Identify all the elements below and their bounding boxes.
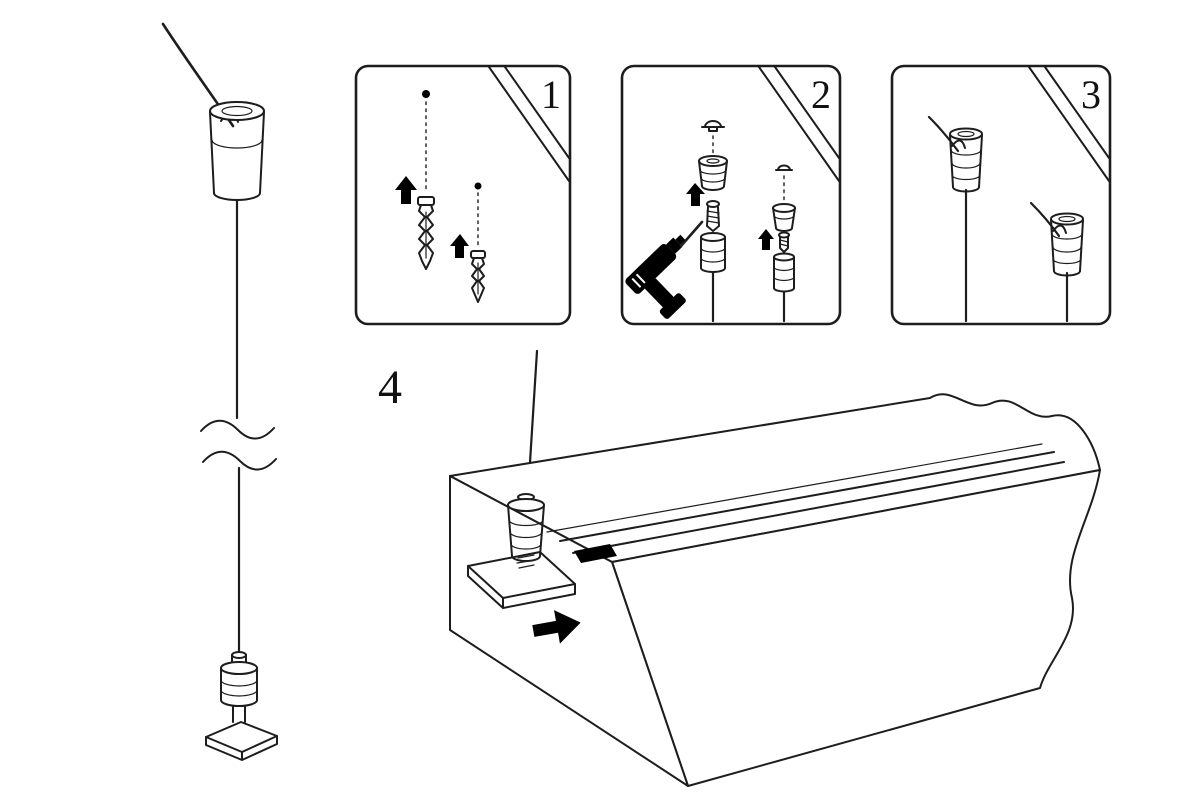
track-slot xyxy=(574,544,617,563)
arrow-up-icon xyxy=(686,183,705,206)
panel-front-face xyxy=(611,469,1101,787)
hole-mark-dot xyxy=(422,90,430,98)
step-3-panel: 3 xyxy=(890,64,1112,326)
arrow-up-icon xyxy=(758,229,774,250)
step-1-panel: 1 xyxy=(354,64,572,326)
step-2-panel: 2 xyxy=(620,64,842,326)
screw-icon xyxy=(778,231,790,253)
screw-icon xyxy=(706,200,720,232)
wire-gripper-icon xyxy=(220,651,258,723)
step-2-number: 2 xyxy=(811,72,831,117)
ceiling-cup-icon xyxy=(698,155,728,191)
ceiling-edge-lines xyxy=(758,66,840,182)
wire-gripper-icon xyxy=(773,252,795,293)
arrow-up-icon xyxy=(450,234,469,258)
ceiling-cup-icon xyxy=(772,203,796,232)
drill-icon xyxy=(625,234,686,319)
panel-wire-gripper xyxy=(467,493,576,609)
wall-plug-icon xyxy=(470,250,486,303)
step-1-frame xyxy=(354,64,572,326)
drill-bit xyxy=(679,220,704,248)
step-4-number: 4 xyxy=(378,361,402,414)
screw-cap-icon xyxy=(775,164,793,171)
wall-plug-icon xyxy=(417,196,435,270)
hole-mark-dot xyxy=(474,182,482,190)
ceiling-edge-lines xyxy=(488,66,570,182)
wire-gripper-icon xyxy=(700,232,726,273)
arrow-up-icon xyxy=(395,176,417,204)
arrow-right-icon xyxy=(532,610,581,644)
screw-cap-icon xyxy=(701,120,725,132)
ceiling-edge-lines xyxy=(1028,66,1110,182)
assembled-suspension-kit xyxy=(161,22,278,761)
mounted-cup-with-wire xyxy=(1029,201,1084,323)
ceiling-cup-icon xyxy=(209,101,265,201)
step-1-number: 1 xyxy=(541,72,561,117)
mounting-track xyxy=(559,451,1065,554)
step-3-number: 3 xyxy=(1081,72,1101,117)
fixing-plate-icon xyxy=(205,721,278,761)
break-mark-icon xyxy=(202,450,277,471)
mounting-track xyxy=(546,443,1043,533)
step-3-frame xyxy=(890,64,1112,326)
mounted-cup-with-wire xyxy=(927,115,983,323)
break-mark-icon xyxy=(200,419,275,440)
step-4-scene: 4 xyxy=(378,349,1101,787)
